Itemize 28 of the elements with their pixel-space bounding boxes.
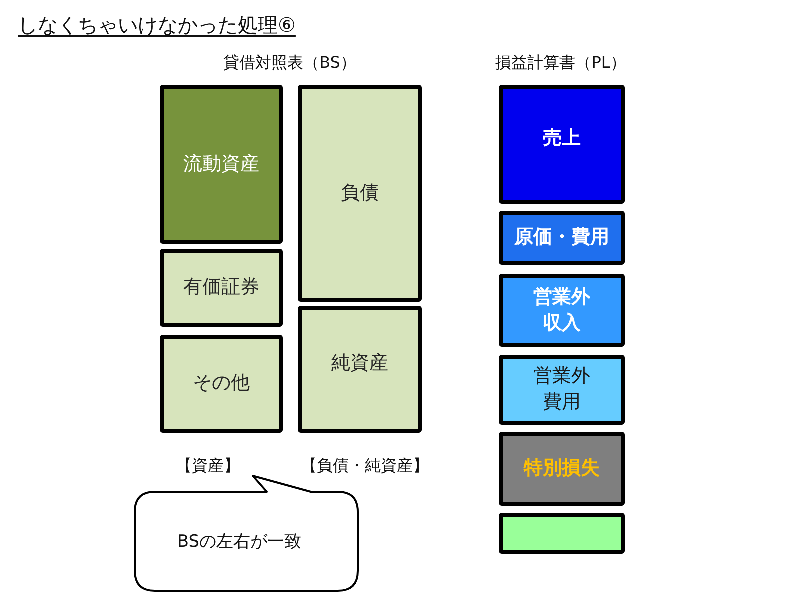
account-label: 営業外費用 bbox=[532, 364, 592, 415]
statement-heading: 貸借対照表（BS） bbox=[224, 53, 356, 74]
account-block bbox=[160, 85, 283, 244]
account-label: 有価証券 bbox=[184, 275, 260, 300]
statement-heading: 損益計算書（PL） bbox=[496, 53, 626, 74]
account-label: 原価・費用 bbox=[514, 225, 610, 250]
account-block bbox=[298, 85, 422, 302]
column-caption: 【資産】 bbox=[176, 456, 240, 477]
account-block bbox=[499, 211, 625, 265]
account-label: 売上 bbox=[543, 126, 581, 151]
page-title: しなくちゃいけなかった処理⑥ bbox=[18, 12, 296, 39]
account-block bbox=[499, 513, 625, 554]
account-label: 純資産 bbox=[332, 350, 388, 376]
account-block bbox=[160, 249, 283, 327]
account-block bbox=[499, 274, 625, 347]
account-block bbox=[499, 432, 625, 506]
account-label: 負債 bbox=[341, 180, 379, 206]
account-label: 営業外収入 bbox=[532, 284, 592, 336]
account-label: その他 bbox=[193, 371, 250, 396]
column-caption: 【負債・純資産】 bbox=[301, 456, 429, 477]
bubble-text: BSの左右が一致 bbox=[177, 530, 302, 554]
account-block bbox=[160, 335, 283, 433]
account-label: 流動資産 bbox=[184, 152, 260, 177]
account-label: 特別損失 bbox=[524, 456, 600, 482]
speech-bubble bbox=[134, 475, 359, 592]
account-block bbox=[298, 306, 422, 433]
account-block bbox=[499, 85, 625, 204]
account-block bbox=[499, 355, 625, 425]
